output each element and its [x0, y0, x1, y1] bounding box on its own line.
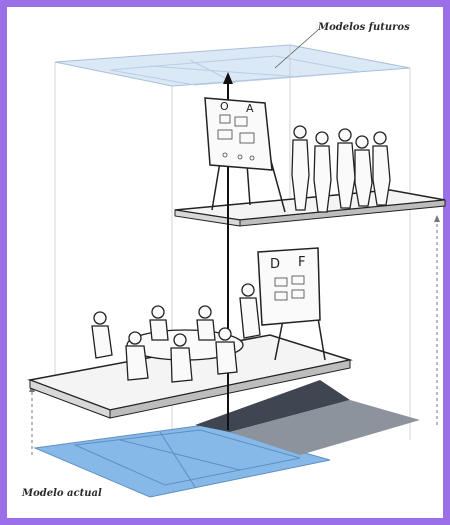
right-arrowhead	[434, 215, 440, 222]
upper-whiteboard	[205, 98, 285, 212]
future-models-label: Modelos futuros	[318, 22, 410, 33]
lower-board-letter-2: F	[298, 255, 305, 270]
future-platform	[175, 190, 445, 226]
lower-board-letter-1: D	[270, 257, 280, 272]
upper-board-letter-2: A	[246, 102, 254, 115]
future-model-plane	[55, 45, 410, 86]
upper-board-letter-1: O	[220, 100, 229, 113]
current-model-label: Modelo actual	[22, 488, 102, 499]
